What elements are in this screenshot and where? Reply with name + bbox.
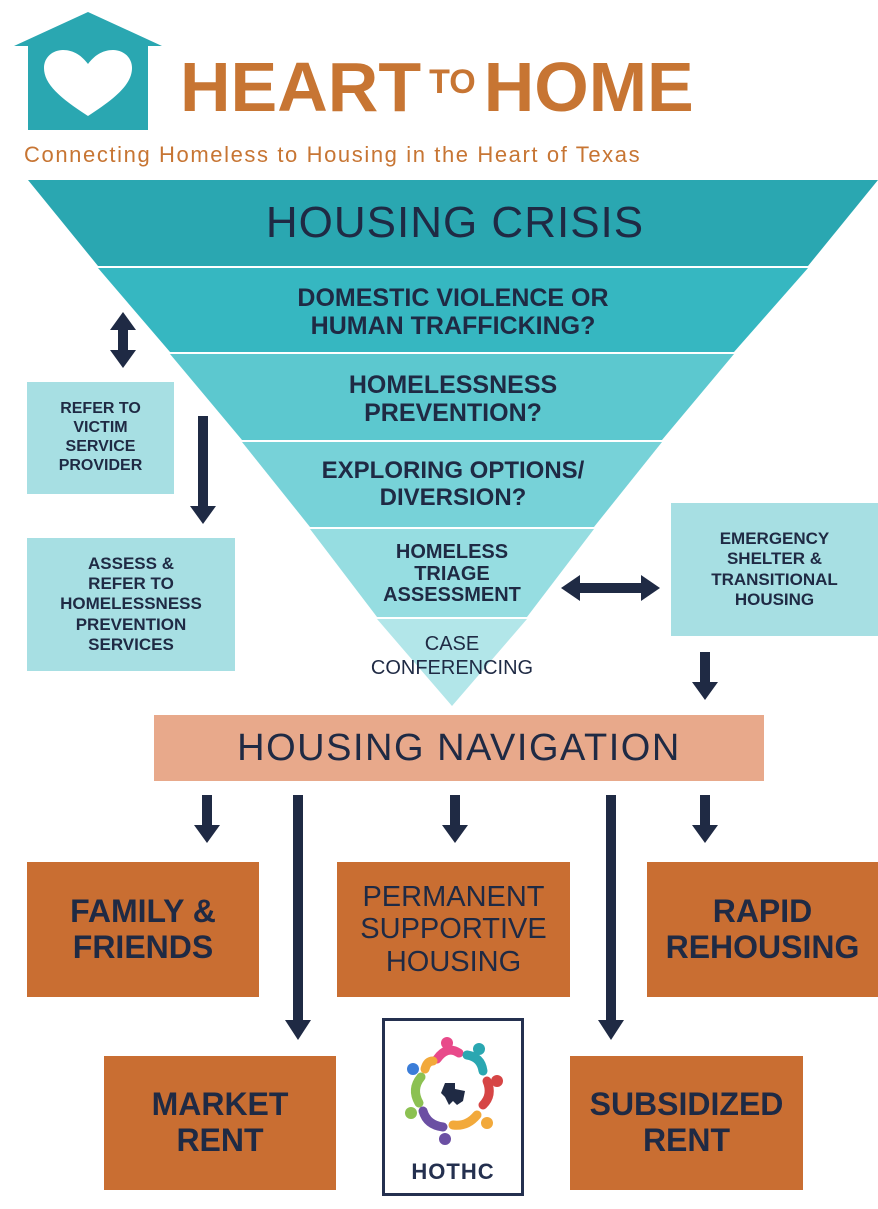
funnel-diagram: [28, 180, 878, 706]
long-arrow-down-icon: [598, 795, 624, 1040]
funnel-band-diversion: [242, 442, 662, 527]
funnel-triage-line2: TRIAGE: [414, 562, 490, 585]
funnel-band-dv: [98, 268, 808, 352]
hothc-logo: HOTHC: [382, 1018, 524, 1196]
funnel-band-crisis: [28, 180, 878, 266]
funnel-triage-line3: ASSESSMENT: [383, 584, 521, 607]
arrow-down-icon: [194, 795, 220, 843]
texas-shape-icon: [441, 1083, 465, 1105]
refer-victim-box: REFER TO VICTIM SERVICE PROVIDER: [27, 382, 174, 494]
funnel-prevention-line1: HOMELESSNESS: [348, 371, 558, 399]
permanent-supportive-housing-box: PERMANENT SUPPORTIVE HOUSING: [337, 862, 570, 997]
funnel-label-crisis: HOUSING CRISIS: [265, 198, 645, 247]
funnel-band-triage: [310, 529, 594, 617]
family-friends-box: FAMILY & FRIENDS: [27, 862, 259, 997]
funnel-dv-line2: HUMAN TRAFFICKING?: [310, 312, 596, 340]
double-horizontal-arrow-icon: [561, 575, 660, 601]
people-circle-icon: [405, 1037, 503, 1145]
funnel-triage-line1: HOMELESS: [395, 541, 509, 563]
brand-word-heart: HEART: [180, 48, 422, 126]
funnel-prevention-line2: PREVENTION?: [364, 399, 542, 427]
funnel-diversion-line1: EXPLORING OPTIONS/: [321, 457, 585, 484]
assess-prevention-box: ASSESS & REFER TO HOMELESSNESS PREVENTIO…: [27, 538, 235, 671]
arrow-down-icon: [190, 416, 216, 524]
funnel-dv-line1: DOMESTIC VIOLENCE OR: [297, 284, 609, 312]
tagline: Connecting Homeless to Housing in the He…: [24, 142, 642, 167]
funnel-case-line1: CASE: [424, 633, 480, 655]
funnel-diversion-line2: DIVERSION?: [379, 483, 527, 511]
arrow-down-icon: [692, 795, 718, 843]
funnel-band-case: [377, 619, 527, 706]
long-arrow-down-icon: [285, 795, 311, 1040]
funnel-case-line2: CONFERENCING: [370, 657, 534, 679]
emergency-shelter-box: EMERGENCY SHELTER & TRANSITIONAL HOUSING: [671, 503, 878, 636]
double-vertical-arrow-icon: [110, 312, 136, 368]
heart-house-logo-icon: [14, 12, 162, 130]
funnel-label-case: CASE CONFERENCING: [0, 632, 878, 680]
funnel-band-prevention: [170, 354, 734, 440]
market-rent-box: MARKET RENT: [104, 1056, 336, 1190]
hothc-wordmark: HOTHC: [411, 1159, 495, 1184]
subsidized-rent-box: SUBSIDIZED RENT: [570, 1056, 803, 1190]
funnel-label-dv: DOMESTIC VIOLENCE OR HUMAN TRAFFICKING?: [0, 284, 878, 340]
rapid-rehousing-box: RAPID REHOUSING: [647, 862, 878, 997]
funnel-label-diversion: EXPLORING OPTIONS/ DIVERSION?: [0, 457, 878, 512]
brand-word-home: HOME: [483, 48, 694, 126]
arrow-down-icon: [442, 795, 468, 843]
funnel-label-prevention: HOMELESSNESS PREVENTION?: [0, 371, 878, 427]
funnel-label-triage: HOMELESS TRIAGE ASSESSMENT: [0, 541, 878, 607]
arrow-down-icon: [692, 652, 718, 700]
brand-word-to: TO: [429, 63, 476, 101]
housing-navigation-bar: HOUSING NAVIGATION: [154, 715, 764, 781]
